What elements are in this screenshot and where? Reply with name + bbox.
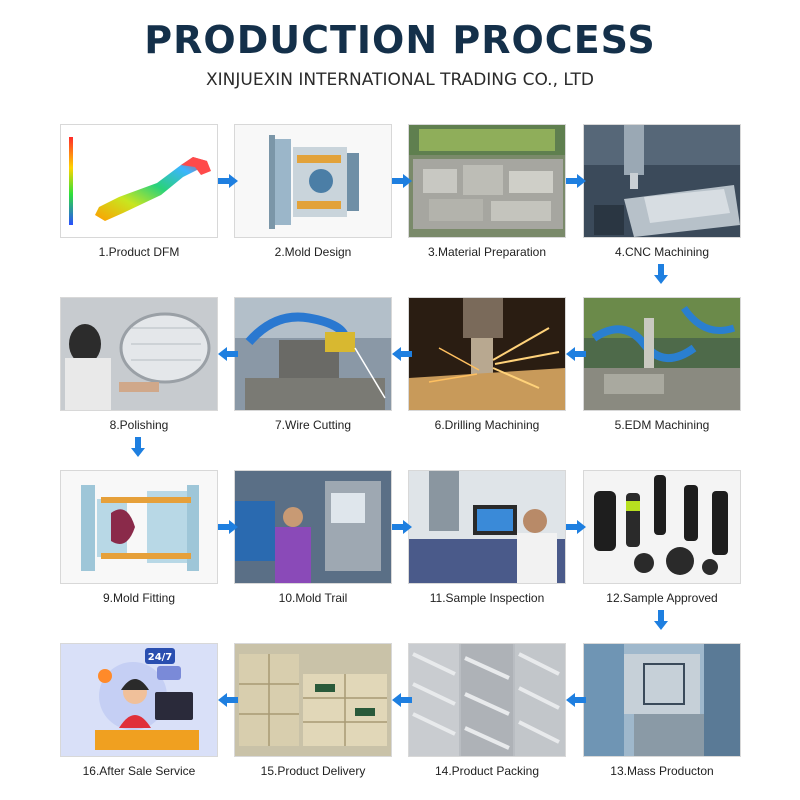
step-label: 15.Product Delivery [260,764,366,778]
step-label: 6.Drilling Machining [434,418,540,432]
step-label: 14.Product Packing [434,764,540,778]
step-label: 10.Mold Trail [278,591,348,605]
mass-production-photo [584,644,740,756]
step-image [234,297,392,411]
step-label: 8.Polishing [109,418,169,432]
mold-design-illustration [235,125,391,237]
cartons-photo [235,644,391,756]
drilling-photo [409,298,565,410]
material-blocks-photo [409,125,565,237]
arrow-left-icon [566,347,586,361]
step-image [234,124,392,238]
mold-fitting-illustration [61,471,217,583]
step-image [583,643,741,757]
arrow-right-icon [392,174,412,188]
cnc-machine-photo [584,125,740,237]
step-image [583,297,741,411]
company-name: XINJUEXIN INTERNATIONAL TRADING CO., LTD [206,70,594,90]
step-image: 24/7 [60,643,218,757]
packed-products-photo [409,644,565,756]
step-label: 4.CNC Machining [614,245,710,259]
arrow-left-icon [218,347,238,361]
step-image [583,124,741,238]
step-image [583,470,741,584]
arrow-down-icon [131,437,145,457]
step-image [60,124,218,238]
step-image [234,470,392,584]
edm-machine-photo [584,298,740,410]
step-image [60,297,218,411]
step-label: 9.Mold Fitting [102,591,176,605]
arrow-left-icon [218,693,238,707]
step-image [408,124,566,238]
step-label: 7.Wire Cutting [274,418,352,432]
arrow-right-icon [566,520,586,534]
step-label: 12.Sample Approved [606,591,718,605]
approved-samples-photo [584,471,740,583]
step-image [234,643,392,757]
arrow-right-icon [566,174,586,188]
step-label: 13.Mass Producton [610,764,714,778]
arrow-right-icon [392,520,412,534]
step-image [408,297,566,411]
dfm-analysis-illustration [61,125,217,237]
step-label: 3.Material Preparation [427,245,547,259]
step-label: 2.Mold Design [274,245,352,259]
arrow-down-icon [654,264,668,284]
arrow-right-icon [218,520,238,534]
step-image [60,470,218,584]
sample-inspection-photo [409,471,565,583]
polishing-photo [61,298,217,410]
step-label: 1.Product DFM [98,245,180,259]
arrow-right-icon [218,174,238,188]
step-label: 5.EDM Machining [614,418,710,432]
step-label: 16.After Sale Service [82,764,196,778]
arrow-down-icon [654,610,668,630]
arrow-left-icon [392,693,412,707]
arrow-left-icon [566,693,586,707]
service-badge: 24/7 [148,652,173,663]
arrow-left-icon [392,347,412,361]
step-label: 11.Sample Inspection [429,591,545,605]
customer-service-illustration: 24/7 [61,644,217,756]
step-image [408,470,566,584]
mold-trail-photo [235,471,391,583]
step-image [408,643,566,757]
wire-cutting-photo [235,298,391,410]
page-title: PRODUCTION PROCESS [144,18,656,62]
